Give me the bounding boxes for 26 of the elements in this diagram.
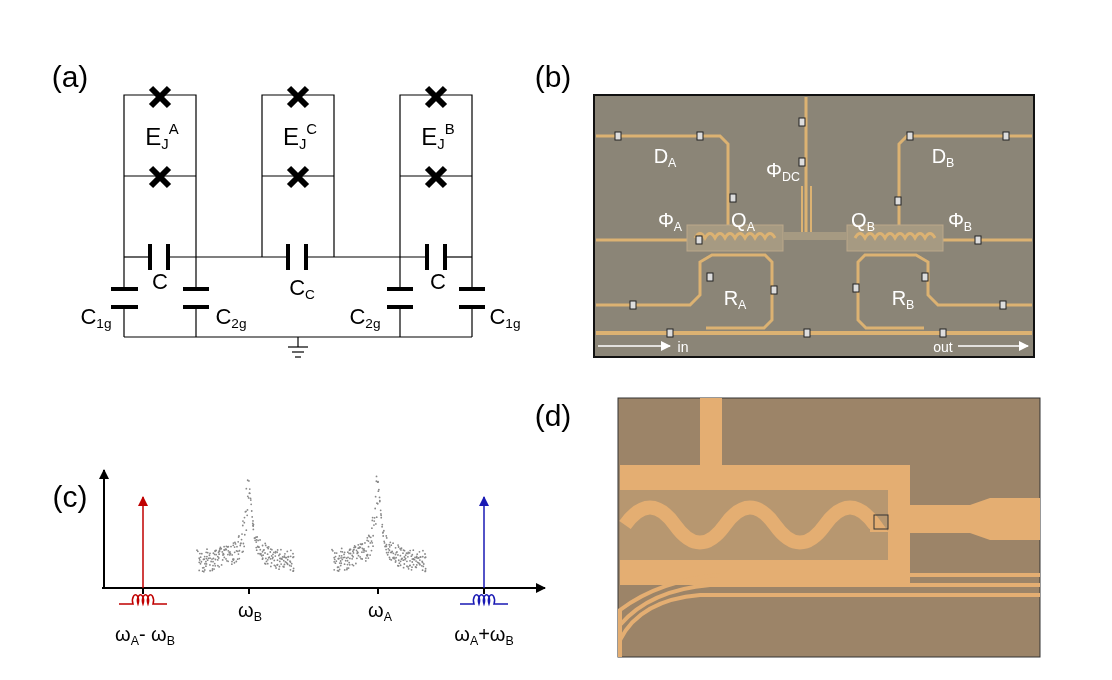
qubit-label: Q$_{B}$ [851, 210, 875, 234]
panel-label: (a) [51, 62, 89, 92]
drive-line-label: D$_{A}$ [653, 146, 677, 170]
resonator-label: R$_{A}$ [723, 288, 747, 312]
capacitance-label: C$_{C}$ [289, 276, 315, 302]
qubit-label: Q$_{A}$ [731, 210, 755, 234]
flux-line-label: Φ$_{DC}$ [766, 160, 800, 184]
frequency-label: ω$_{A}$+ω$_{B}$ [454, 624, 514, 648]
capacitance-label: C [152, 271, 168, 293]
panel-label: (c) [52, 482, 88, 512]
capacitance-label: C [430, 271, 446, 293]
port-label: in [677, 340, 689, 354]
panel-label: (b) [534, 62, 572, 92]
capacitance-label: C$_{2g}$ [349, 305, 381, 331]
port-label: out [933, 340, 953, 354]
frequency-label: ω$_{A}$ [368, 600, 392, 624]
resonator-label: R$_{B}$ [891, 288, 915, 312]
drive-line-label: D$_{B}$ [931, 146, 955, 170]
panel-label: (d) [534, 401, 572, 431]
capacitance-label: C$_{1g}$ [80, 305, 112, 331]
frequency-label: ω$_{B}$ [238, 600, 262, 624]
flux-line-label: Φ$_{A}$ [657, 210, 683, 234]
frequency-label: ω$_{A}$- ω$_{B}$ [115, 624, 175, 648]
capacitance-label: C$_{2g}$ [215, 305, 247, 331]
capacitance-label: C$_{1g}$ [489, 305, 521, 331]
flux-line-label: Φ$_{B}$ [947, 210, 973, 234]
